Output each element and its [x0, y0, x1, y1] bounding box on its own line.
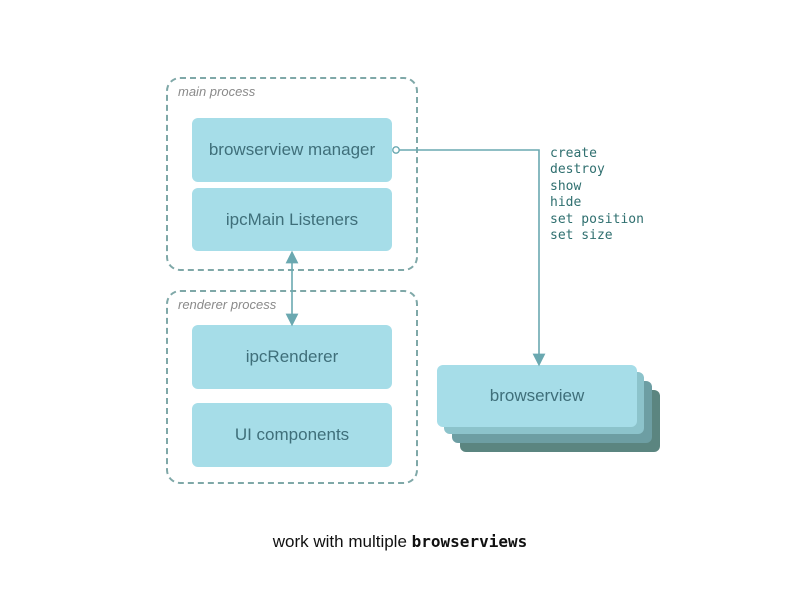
- browserview-manager-box: browserview manager: [192, 118, 392, 182]
- ui-components-box: UI components: [192, 403, 392, 467]
- browserview-box: browserview: [437, 365, 637, 427]
- command-item: destroy: [550, 162, 605, 178]
- renderer-process-label: renderer process: [178, 297, 277, 312]
- command-item: hide: [550, 195, 582, 211]
- ipcrenderer-box: ipcRenderer: [192, 325, 392, 389]
- main-process-label: main process: [178, 84, 256, 99]
- diagram-caption: work with multiple browserviews: [0, 532, 800, 552]
- caption-emphasis: browserviews: [411, 532, 528, 551]
- command-item: set size: [550, 228, 613, 244]
- command-list: create destroy show hide set position se…: [550, 146, 644, 244]
- ipcmain-listeners-box: ipcMain Listeners: [192, 188, 392, 251]
- command-item: create: [550, 146, 597, 161]
- command-item: set position: [550, 211, 644, 227]
- manager-connector-origin: [392, 146, 400, 154]
- caption-prefix: work with multiple: [272, 532, 412, 551]
- manager-to-browserview-connector: [399, 149, 546, 367]
- command-item: show: [550, 178, 582, 194]
